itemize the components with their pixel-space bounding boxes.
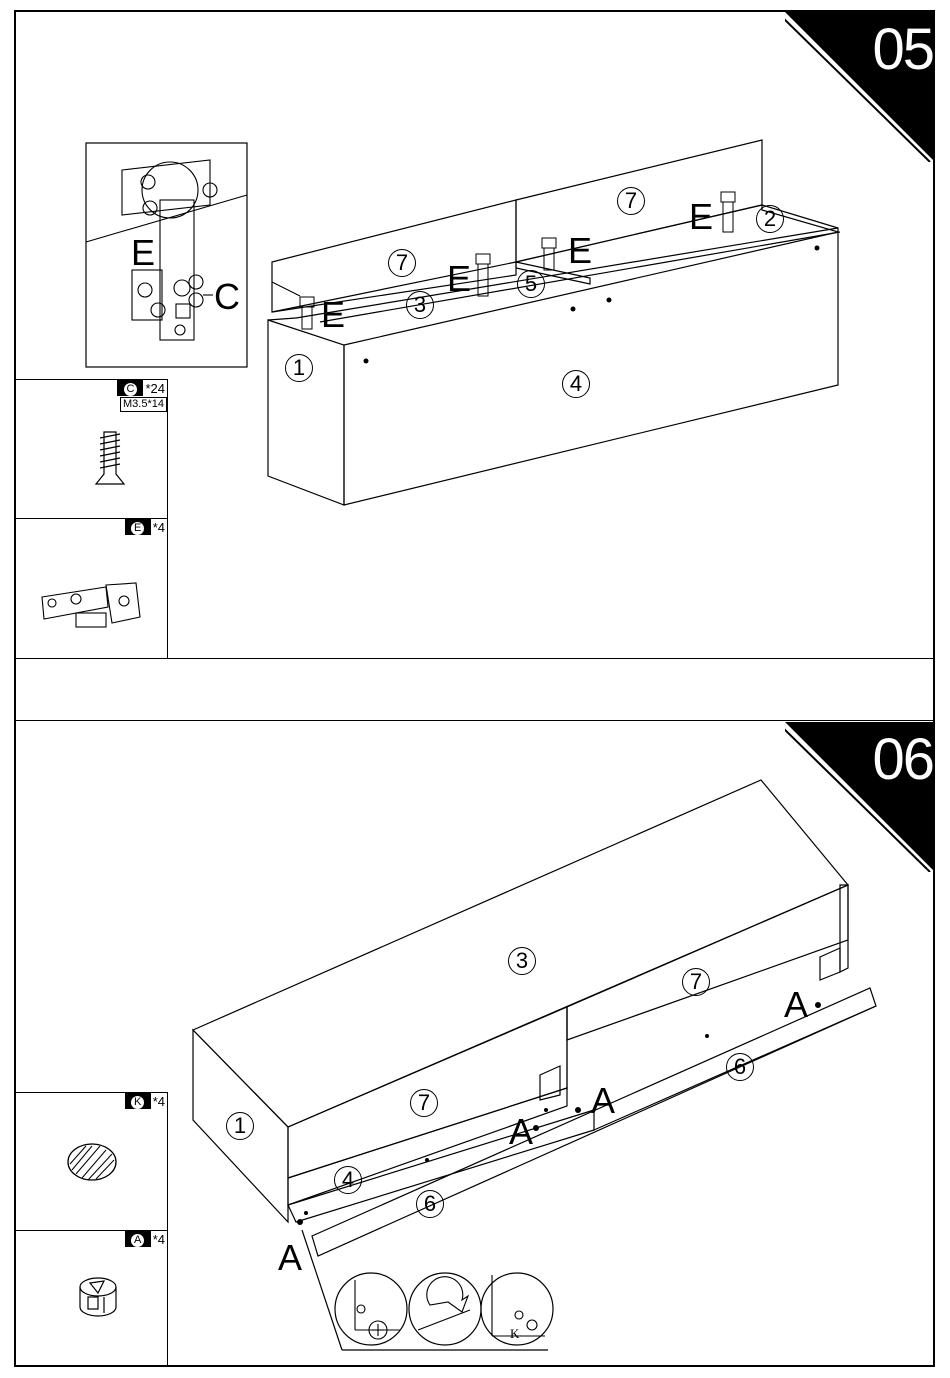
panel-number: 6 <box>416 1190 444 1218</box>
detail-label-k: K <box>510 1326 519 1342</box>
cam-label-a: A <box>278 1237 302 1279</box>
cam-lock-icon <box>74 1273 124 1323</box>
part-quantity: K *4 <box>125 1093 167 1109</box>
panel-number: 1 <box>226 1112 254 1140</box>
cam-label-a: A <box>784 984 808 1026</box>
parts-box-a: A *4 <box>14 1230 168 1367</box>
panel-number: 7 <box>410 1089 438 1117</box>
part-quantity: A *4 <box>125 1231 167 1247</box>
cam-label-a: A <box>509 1111 533 1153</box>
panel-number: 7 <box>682 968 710 996</box>
cam-cover-icon <box>62 1138 122 1188</box>
panel-number: 4 <box>334 1166 362 1194</box>
parts-box-k: K *4 <box>14 1092 168 1232</box>
cam-label-a: A <box>591 1080 615 1122</box>
panel-number: 6 <box>726 1053 754 1081</box>
panel-number: 3 <box>508 947 536 975</box>
